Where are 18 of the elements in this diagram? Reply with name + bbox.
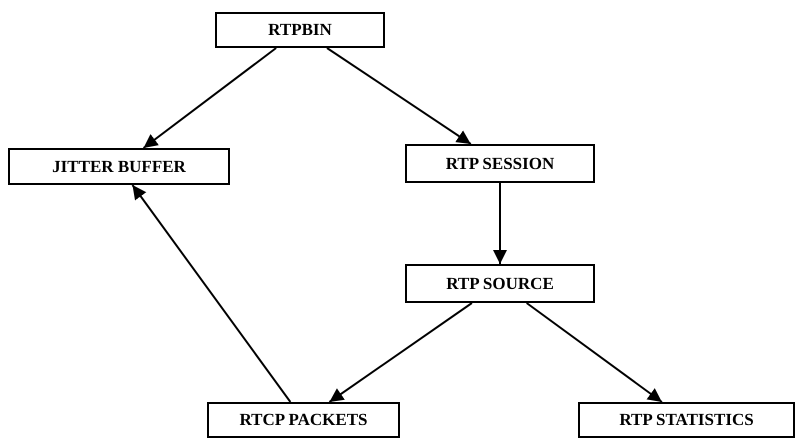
process-box [578,402,795,438]
node-label: RTP SOURCE [446,274,554,294]
arrow [493,183,507,264]
process-box [215,12,385,48]
node-label: RTP SESSION [446,154,554,174]
arrow [142,47,277,149]
node-label: RTPBIN [268,20,332,40]
process-box [405,264,595,303]
node-label: JITTER BUFFER [52,156,186,176]
process-box [8,148,230,185]
arrow [328,302,472,403]
process-box [405,144,595,183]
node-label: RTCP PACKETS [239,410,368,430]
process-box [207,402,400,438]
arrow [326,47,472,145]
arrow [526,302,662,403]
arrow [132,184,292,403]
node-label: RTP STATISTICS [619,410,754,430]
